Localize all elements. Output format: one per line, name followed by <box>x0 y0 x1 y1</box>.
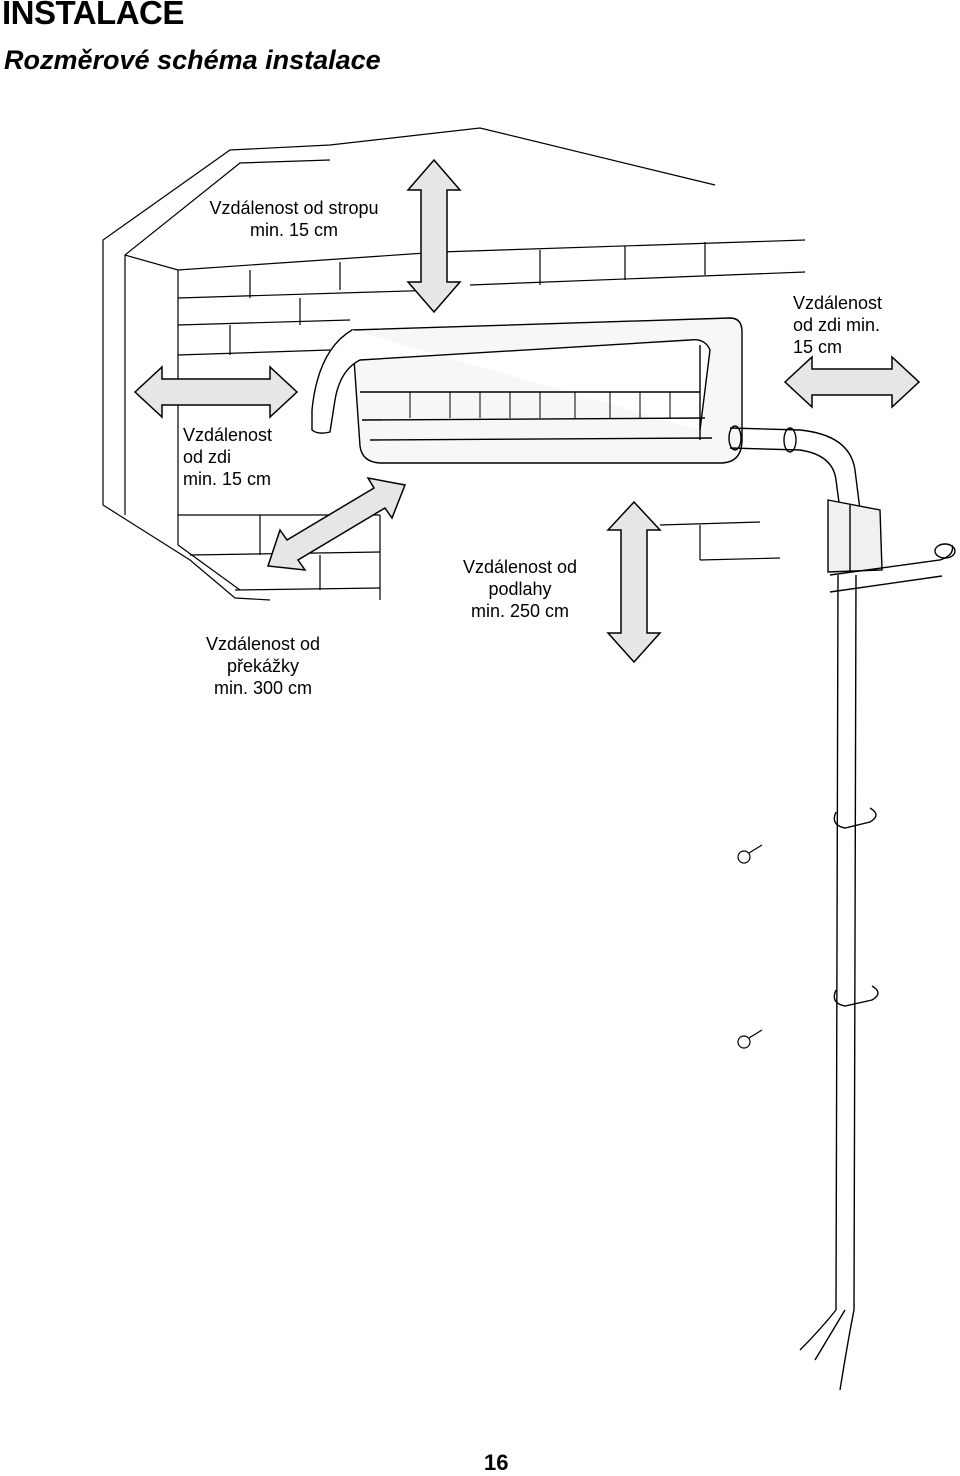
left-wall-clearance-line1: Vzdálenost <box>183 425 273 445</box>
left-wall-clearance-line2: od zdi <box>183 447 232 467</box>
refrigerant-pipe <box>728 425 956 1391</box>
screw-icon <box>737 844 763 1049</box>
right-wall-clearance-line2: od zdi min. <box>793 315 881 335</box>
indoor-unit <box>311 317 743 464</box>
right-wall-clearance-label: Vzdálenost od zdi min. 15 cm <box>793 292 923 358</box>
arrow-left-wall-icon <box>133 365 299 419</box>
arrow-obstacle-icon <box>266 476 407 571</box>
ceiling-clearance-line2: min. 15 cm <box>249 220 339 240</box>
obstacle-clearance-line2: překážky <box>226 656 300 676</box>
floor-clearance-line1: Vzdálenost od <box>462 557 578 577</box>
floor-clearance-label: Vzdálenost od podlahy min. 250 cm <box>440 556 600 622</box>
arrow-ceiling-icon <box>406 158 462 314</box>
ceiling-clearance-label: Vzdálenost od stropu min. 15 cm <box>196 197 392 241</box>
floor-clearance-line3: min. 250 cm <box>470 601 570 621</box>
section-title: INSTALACE <box>2 0 184 31</box>
floor-clearance-line2: podlahy <box>488 579 552 599</box>
right-wall-clearance-line3: 15 cm <box>793 337 843 357</box>
arrow-floor-icon <box>606 500 662 664</box>
obstacle-clearance-label: Vzdálenost od překážky min. 300 cm <box>188 633 338 699</box>
left-wall-clearance-label: Vzdálenost od zdi min. 15 cm <box>183 424 293 490</box>
diagram-title: Rozměrové schéma instalace <box>4 45 381 75</box>
ceiling-clearance-line1: Vzdálenost od stropu <box>209 198 379 218</box>
obstacle-clearance-line3: min. 300 cm <box>213 678 313 698</box>
left-wall-clearance-line3: min. 15 cm <box>183 469 272 489</box>
right-wall-clearance-line1: Vzdálenost <box>793 293 883 313</box>
obstacle-clearance-line1: Vzdálenost od <box>205 634 321 654</box>
page-number: 16 <box>484 1450 509 1475</box>
arrow-right-wall-icon <box>783 355 921 409</box>
